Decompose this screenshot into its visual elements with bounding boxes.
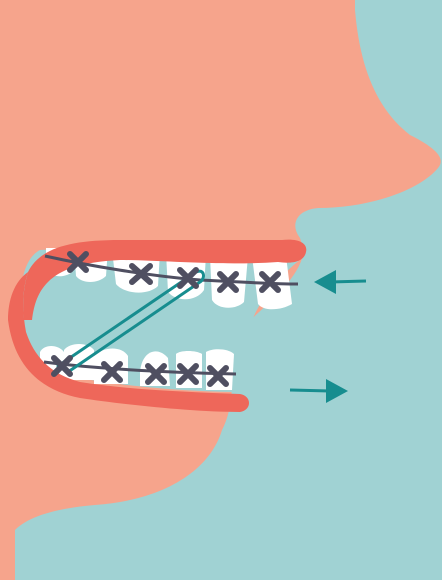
braces-illustration: [0, 0, 442, 580]
illustration-canvas: [0, 0, 442, 580]
